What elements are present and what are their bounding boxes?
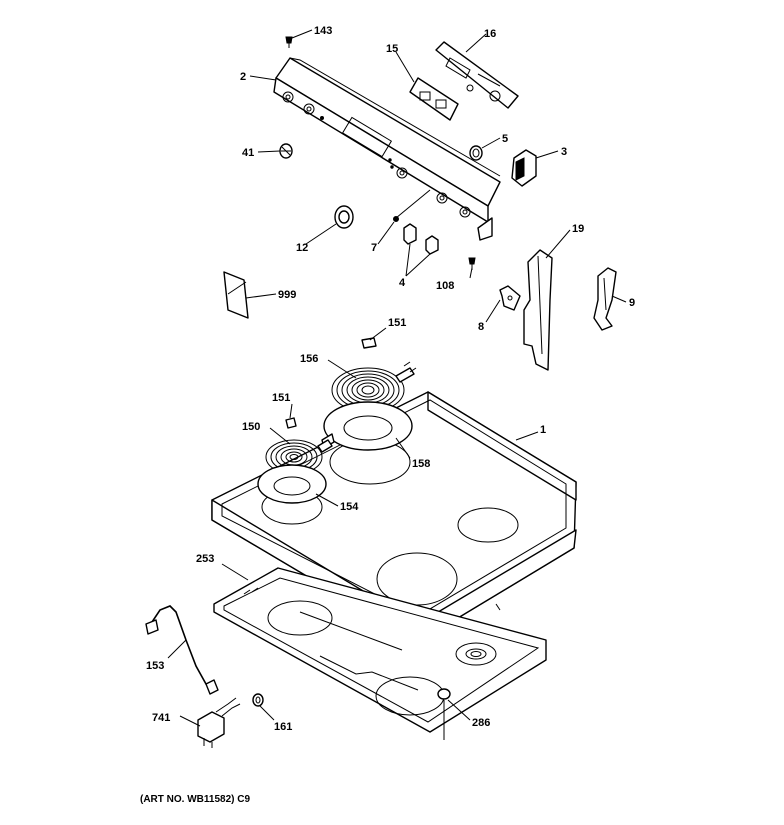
label-19: 19 [572, 223, 584, 235]
bracket-3 [511, 149, 537, 187]
knob-41 [279, 143, 293, 159]
clip-8 [499, 285, 521, 311]
label-3: 3 [561, 146, 567, 158]
label-286: 286 [472, 717, 490, 729]
grommet-161 [252, 693, 264, 707]
receptacle-clip-151-b [285, 417, 297, 429]
label-2: 2 [240, 71, 246, 83]
label-16: 16 [484, 28, 496, 40]
drip-pan-small-154 [257, 464, 327, 504]
label-154: 154 [340, 501, 359, 513]
overlay-15 [409, 77, 459, 121]
switch-741 [197, 697, 241, 748]
leader-lines [167, 29, 627, 727]
label-741: 741 [152, 712, 170, 724]
control-panel-backsplash [273, 57, 501, 241]
label-1: 1 [540, 424, 546, 436]
wire-harness-153 [145, 605, 219, 695]
callout-labels: 143 16 15 2 5 3 41 12 7 4 108 19 999 9 8… [146, 25, 635, 733]
receptacle-clip-151-a [361, 337, 377, 349]
label-41: 41 [242, 147, 254, 159]
label-4: 4 [399, 277, 406, 289]
label-158: 158 [412, 458, 430, 470]
leveling-leg-286 [437, 688, 451, 740]
label-5: 5 [502, 133, 508, 145]
hinge-9 [593, 267, 617, 331]
art-number-caption: (ART NO. WB11582) C9 [140, 794, 251, 805]
label-253: 253 [196, 553, 214, 565]
label-156: 156 [300, 353, 318, 365]
label-7: 7 [371, 242, 377, 254]
literature-999 [223, 271, 249, 319]
buttons-4 [403, 223, 439, 255]
label-9: 9 [629, 297, 635, 309]
label-8: 8 [478, 321, 484, 333]
label-153: 153 [146, 660, 164, 672]
label-161: 161 [274, 721, 292, 733]
label-15: 15 [386, 43, 398, 55]
screw-143 [285, 36, 293, 48]
label-108: 108 [436, 280, 454, 292]
drip-pan-large-158 [321, 401, 413, 451]
label-151-b: 151 [272, 392, 290, 404]
screw-7 [393, 216, 399, 222]
side-bracket-19 [523, 249, 553, 371]
label-143: 143 [314, 25, 332, 37]
label-12: 12 [296, 242, 308, 254]
knob-12 [334, 205, 354, 229]
grommet-5 [469, 145, 483, 161]
label-999: 999 [278, 289, 296, 301]
label-151-a: 151 [388, 317, 406, 329]
control-board-16 [435, 41, 519, 109]
label-150: 150 [242, 421, 260, 433]
